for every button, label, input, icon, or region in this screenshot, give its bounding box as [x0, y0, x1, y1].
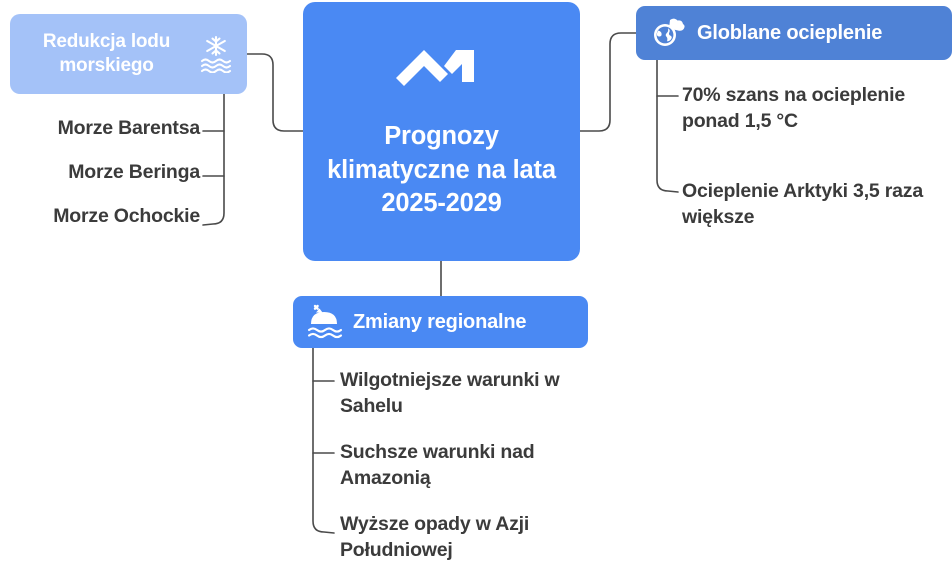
leaf-arctic-warming-rate[interactable]: Ocieplenie Arktyki 3,5 raza większe — [682, 180, 924, 228]
snowflake-over-waves-icon — [200, 35, 232, 73]
branch-label-global-warming: Globlane ocieplenie — [697, 21, 883, 44]
iceberg-over-waves-icon — [307, 304, 343, 339]
leaf-morze-ochockie[interactable]: Morze Ochockie — [53, 205, 200, 227]
branch-label-regional-changes: Zmiany regionalne — [353, 310, 527, 333]
leaf-amazon-drier[interactable]: Suchsze warunki nad Amazonią — [340, 441, 535, 489]
leaf-south-asia-rainfall[interactable]: Wyższe opady w Azji Południowej — [340, 513, 530, 561]
branch-node-regional-changes[interactable]: Zmiany regionalne — [293, 296, 588, 348]
leaf-70-percent-warming-chance[interactable]: 70% szans na ocieplenie ponad 1,5 °C — [682, 84, 906, 132]
branch-label-sea-ice-reduction: Redukcja lodu morskiego — [42, 30, 171, 76]
central-node-title: Prognozy klimatyczne na lata 2025-2029 — [327, 122, 556, 218]
leaf-morze-beringa[interactable]: Morze Beringa — [68, 161, 200, 183]
mountain-peaks-icon — [395, 50, 474, 86]
central-node[interactable]: Prognozy klimatyczne na lata 2025-2029 — [303, 2, 580, 261]
branch-node-sea-ice-reduction[interactable]: Redukcja lodu morskiego — [10, 14, 247, 94]
globe-cloud-icon — [654, 18, 685, 46]
leaf-sahel-wetter[interactable]: Wilgotniejsze warunki w Sahelu — [340, 369, 560, 417]
leaf-morze-barentsa[interactable]: Morze Barentsa — [57, 117, 201, 139]
branch-node-global-warming[interactable]: Globlane ocieplenie — [636, 6, 952, 60]
